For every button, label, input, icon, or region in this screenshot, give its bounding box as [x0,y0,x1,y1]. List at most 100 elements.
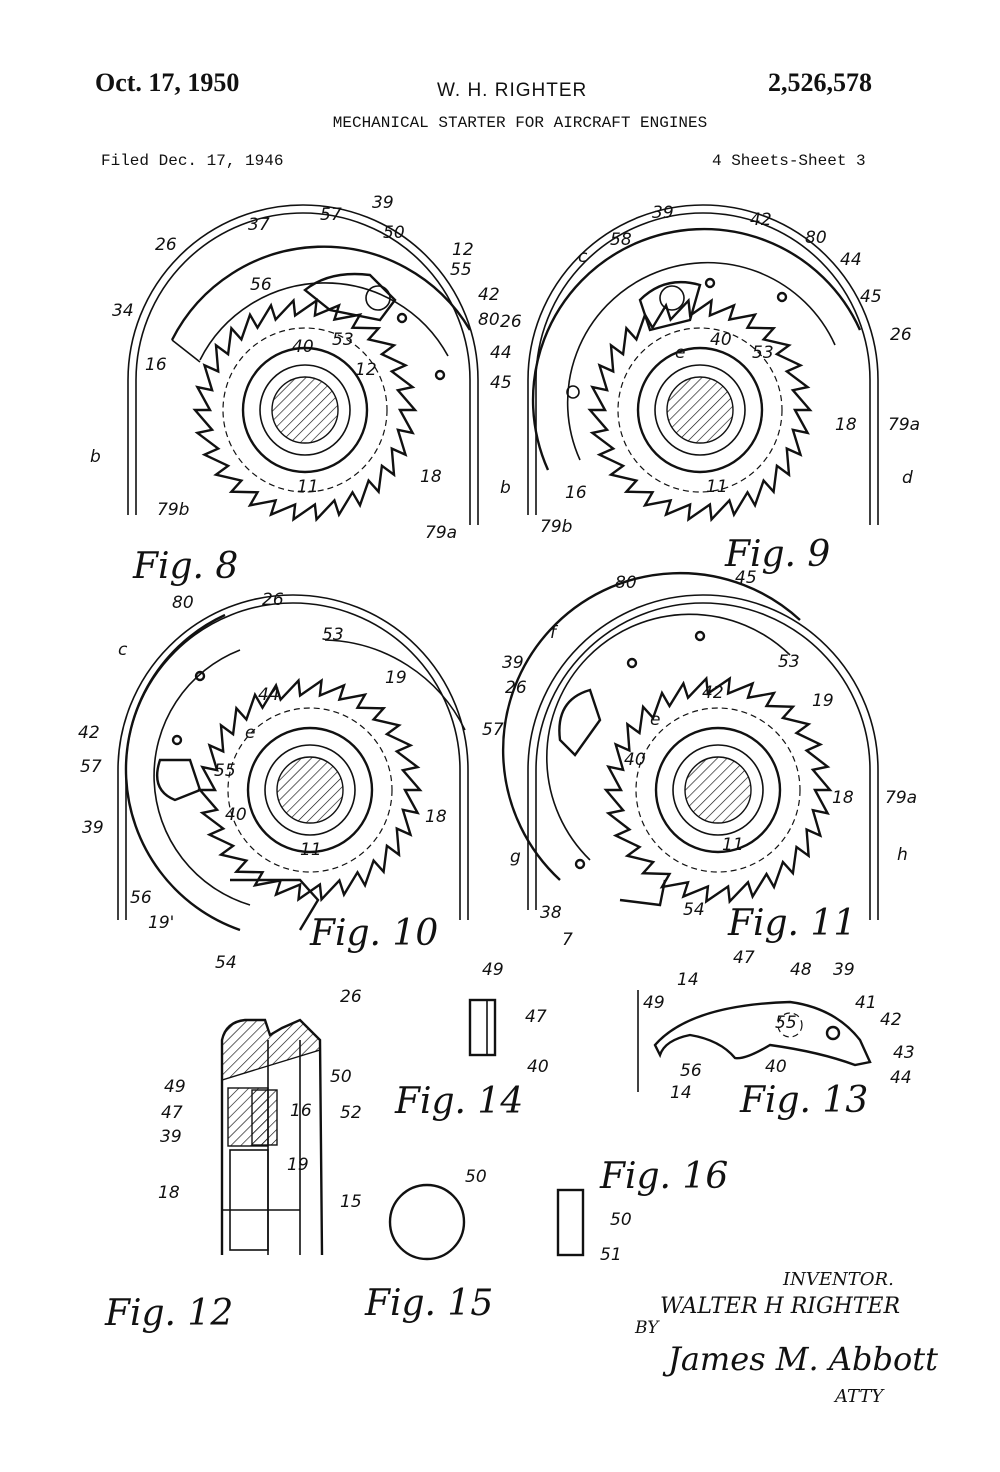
fig-9-shaft-section [667,377,733,443]
fig-11-pawl-carrier [503,573,800,905]
fig-13-label: Fig. 13 [739,1080,868,1121]
svg-text:26: 26 [500,312,522,332]
svg-text:58: 58 [610,230,632,250]
svg-text:g: g [510,847,521,867]
svg-text:e: e [675,343,685,363]
svg-text:45: 45 [735,568,757,588]
svg-text:16: 16 [565,483,587,503]
svg-text:11: 11 [297,477,319,497]
svg-text:44: 44 [890,1068,912,1088]
fig-11-label: Fig. 11 [727,903,856,944]
svg-text:19: 19 [385,668,407,688]
svg-text:40: 40 [765,1057,787,1077]
svg-text:b: b [500,478,511,498]
svg-text:79a: 79a [425,523,457,543]
svg-text:79b: 79b [157,500,189,520]
fig-14-ref-labels: 49 47 40 [482,960,549,1077]
signature-block: INVENTOR. WALTER H RIGHTER BY James M. A… [634,1269,938,1407]
attorney-signature: James M. Abbott [662,1340,938,1378]
svg-text:79a: 79a [885,788,917,808]
fig-12-drawing: 26 49 50 47 16 52 39 19 18 15 Fig. 12 [104,987,362,1334]
svg-text:18: 18 [425,807,447,827]
inventor-caption: INVENTOR. [782,1269,894,1290]
svg-text:7: 7 [562,930,573,950]
svg-text:49: 49 [643,993,665,1013]
svg-text:55: 55 [214,761,236,781]
svg-text:12: 12 [452,240,474,260]
svg-text:b: b [90,447,101,467]
svg-text:80: 80 [615,573,637,593]
svg-text:50: 50 [330,1067,352,1087]
svg-text:c: c [118,640,128,660]
svg-text:55: 55 [450,260,472,280]
svg-text:e: e [245,723,255,743]
svg-text:53: 53 [778,652,800,672]
svg-text:e: e [650,710,660,730]
svg-text:40: 40 [624,750,646,770]
svg-text:80: 80 [478,310,500,330]
svg-text:34: 34 [112,301,134,321]
svg-text:56: 56 [250,275,272,295]
fig-15-label: Fig. 15 [364,1283,493,1324]
inventor-signature-name: WALTER H RIGHTER [660,1294,900,1319]
svg-text:57: 57 [80,757,102,777]
svg-text:40: 40 [225,805,247,825]
fig-9-ref-labels: 39 42 80 44 45 58 c 26 26 40 53 e 18 79a… [500,203,920,537]
svg-text:55: 55 [775,1013,797,1033]
svg-text:19: 19 [287,1155,309,1175]
svg-text:h: h [897,845,908,865]
svg-text:26: 26 [262,590,284,610]
fig-15-ref: 50 [465,1167,487,1187]
svg-text:11: 11 [300,840,322,860]
svg-text:53: 53 [332,330,354,350]
svg-text:54: 54 [683,900,705,920]
svg-text:26: 26 [505,678,527,698]
svg-text:19': 19' [148,913,174,933]
svg-text:18: 18 [835,415,857,435]
fig-14-label: Fig. 14 [394,1081,523,1122]
fig-11-shaft-section [685,757,751,823]
fig-8-label: Fig. 8 [132,546,238,587]
svg-text:d: d [902,468,913,488]
svg-text:56: 56 [130,888,152,908]
fig-16-drawing: 50 51 Fig. 16 [558,1156,728,1265]
fig-8-shaft-section [272,377,338,443]
svg-text:45: 45 [490,373,512,393]
by-caption: BY [634,1318,660,1338]
svg-text:44: 44 [490,343,512,363]
fig-11-guide-track [528,595,878,920]
svg-text:16: 16 [145,355,167,375]
svg-text:52: 52 [340,1103,362,1123]
svg-text:42: 42 [78,723,100,743]
fig-11-drawing: 80 45 f 53 39 42 19 26 57 e 40 18 79a g … [482,568,917,950]
fig-10-label: Fig. 10 [309,913,438,954]
svg-text:49: 49 [482,960,504,980]
svg-text:c: c [578,247,588,267]
svg-text:39: 39 [372,193,394,213]
svg-text:26: 26 [890,325,912,345]
svg-text:79a: 79a [888,415,920,435]
svg-text:14: 14 [677,970,699,990]
fig-10-shaft-section [277,757,343,823]
svg-text:49: 49 [164,1077,186,1097]
fig-16-label: Fig. 16 [599,1156,728,1197]
svg-text:53: 53 [752,343,774,363]
svg-text:47: 47 [161,1103,183,1123]
fig-16-ref-51: 51 [600,1245,622,1265]
fig-13-drawing: 14 47 48 39 49 55 41 42 56 40 43 44 14 F… [638,948,915,1121]
svg-text:80: 80 [172,593,194,613]
svg-text:18: 18 [158,1183,180,1203]
svg-text:18: 18 [832,788,854,808]
svg-text:26: 26 [340,987,362,1007]
svg-text:45: 45 [860,287,882,307]
svg-text:40: 40 [292,337,314,357]
svg-text:40: 40 [710,330,732,350]
svg-text:40: 40 [527,1057,549,1077]
svg-text:16: 16 [290,1101,312,1121]
fig-9-drawing: 39 42 80 44 45 58 c 26 26 40 53 e 18 79a… [500,203,920,575]
svg-text:80: 80 [805,228,827,248]
svg-text:50: 50 [383,223,405,243]
fig-8-drawing: 26 37 57 39 50 12 55 42 80 44 45 34 56 1… [90,193,512,587]
fig-15-drawing: 50 Fig. 15 [364,1167,493,1324]
